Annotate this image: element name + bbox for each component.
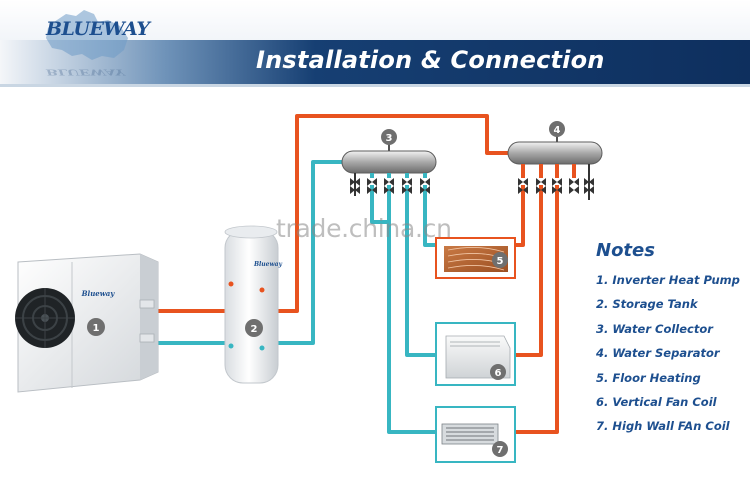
- label-5: 5: [497, 256, 504, 267]
- water-collector: 3: [341, 129, 437, 174]
- brand-logo: BLUEWAY: [46, 18, 150, 40]
- notes-panel: Notes 1. Inverter Heat Pump 2. Storage T…: [596, 240, 746, 444]
- vertical-fan-coil: 6: [435, 322, 516, 386]
- storage-tank: Blueway 2: [224, 225, 283, 384]
- label-1: 1: [93, 323, 100, 334]
- note-item: 6. Vertical Fan Coil: [596, 394, 717, 409]
- page-title: Installation & Connection: [256, 46, 605, 74]
- label-3: 3: [386, 133, 393, 144]
- note-item: 1. Inverter Heat Pump: [596, 273, 740, 287]
- banner-divider: [0, 84, 750, 87]
- note-item: 3. Water Collector: [596, 321, 713, 336]
- separator-valves: [518, 164, 594, 200]
- note-item: 5. Floor Heating: [596, 370, 701, 385]
- high-wall-fan-coil: 7: [435, 406, 516, 463]
- banner-bar: [0, 40, 750, 84]
- header-banner: BLUEWAY BLUEWAY Installation & Connectio…: [0, 0, 750, 88]
- watermark: trade.china.cn: [276, 214, 452, 243]
- inverter-heat-pump: 1 Blueway: [15, 253, 159, 393]
- note-item: 4. Water Separator: [596, 346, 720, 361]
- water-separator: 4: [507, 121, 603, 165]
- label-2: 2: [251, 324, 258, 335]
- cold-water-pipes: [150, 160, 436, 434]
- collector-valves: [350, 173, 430, 196]
- note-item: 2. Storage Tank: [596, 297, 698, 312]
- australia-map-icon: [46, 10, 128, 60]
- label-4: 4: [554, 125, 561, 136]
- label-7: 7: [497, 445, 504, 456]
- label-6: 6: [495, 368, 502, 379]
- note-item: 7. High Wall FAn Coil: [596, 419, 730, 434]
- notes-list: 1. Inverter Heat Pump 2. Storage Tank 3.…: [596, 273, 746, 444]
- banner-top: [0, 0, 750, 40]
- floor-heating: 5: [435, 237, 516, 279]
- tank-logo: Blueway: [253, 261, 283, 268]
- hot-water-pipes: [150, 114, 559, 434]
- heat-pump-logo: Blueway: [81, 289, 116, 298]
- notes-heading: Notes: [596, 240, 655, 261]
